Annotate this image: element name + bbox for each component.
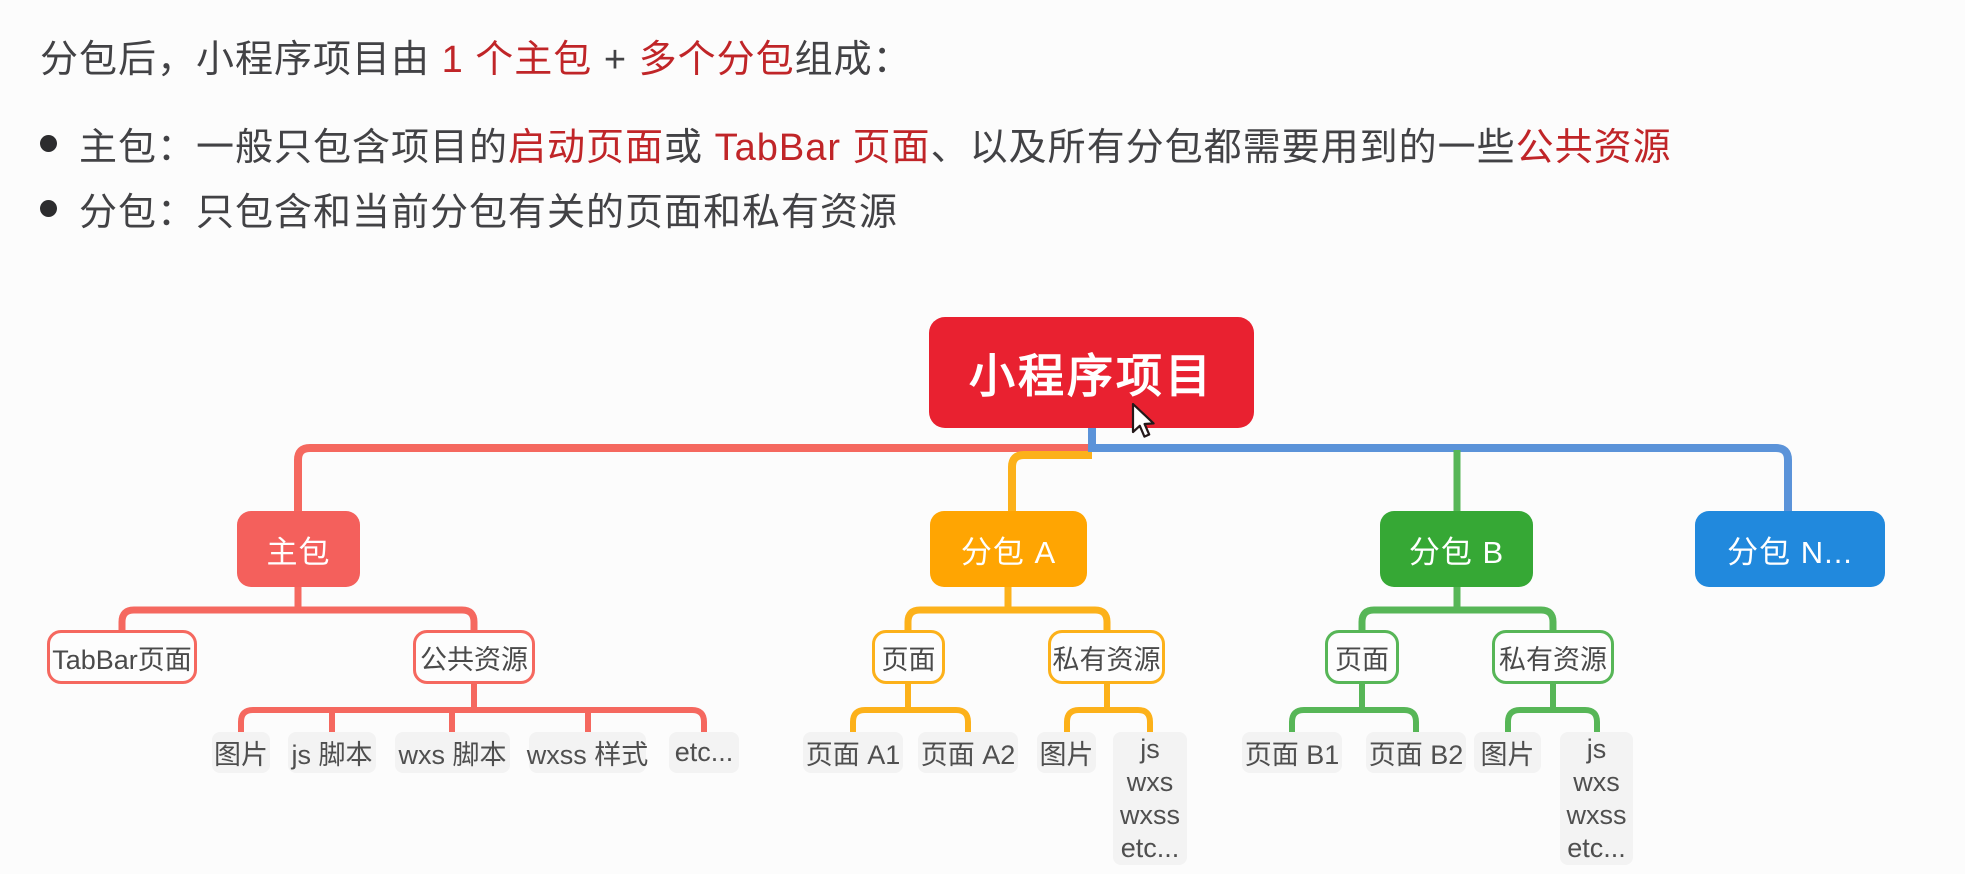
node-public-resources: 公共资源 xyxy=(413,630,535,684)
leaf-etc-main: etc... xyxy=(669,732,739,773)
node-subpackage-n: 分包 N... xyxy=(1695,511,1885,587)
leaf-page-b2: 页面 B2 xyxy=(1366,732,1466,773)
leaf-images-b: 图片 xyxy=(1474,732,1541,773)
leaf-line: wxss xyxy=(1566,800,1627,830)
bullet-dot xyxy=(40,200,57,217)
leaf-wxs-scripts: wxs 脚本 xyxy=(395,732,510,773)
leaf-js-scripts: js 脚本 xyxy=(288,732,376,773)
text-segment: 组成： xyxy=(794,39,912,81)
leaf-code-files-b: js wxs wxss etc... xyxy=(1560,732,1633,865)
leaf-page-a2: 页面 A2 xyxy=(918,732,1018,773)
text-segment: 或 xyxy=(664,127,715,169)
leaf-code-files-a: js wxs wxss etc... xyxy=(1113,732,1187,865)
node-main-package: 主包 xyxy=(237,511,360,587)
bullet-dot xyxy=(40,135,57,152)
text-segment: 主包：一般只包含项目的 xyxy=(79,127,509,169)
leaf-line: etc... xyxy=(1120,833,1180,863)
leaf-line: wxss xyxy=(1120,800,1180,830)
node-subpackage-b: 分包 B xyxy=(1380,511,1533,587)
node-subpackage-a: 分包 A xyxy=(930,511,1087,587)
bullet-text: 分包：只包含和当前分包有关的页面和私有资源 xyxy=(79,181,898,236)
bullet-item-main-package: 主包：一般只包含项目的启动页面或 TabBar 页面、以及所有分包都需要用到的一… xyxy=(40,116,1672,171)
node-private-resources-b: 私有资源 xyxy=(1492,630,1614,684)
leaf-images-a: 图片 xyxy=(1037,732,1096,773)
node-private-resources-a: 私有资源 xyxy=(1048,630,1165,684)
text-segment: + xyxy=(592,39,639,81)
leaf-page-a1: 页面 A1 xyxy=(803,732,903,773)
leaf-line: wxs xyxy=(1573,767,1620,797)
leaf-images-main: 图片 xyxy=(212,732,270,773)
text-segment-highlight: 启动页面 xyxy=(508,127,665,169)
text-segment: 、以及所有分包都需要用到的一些 xyxy=(930,127,1516,169)
text-segment: 分包：只包含和当前分包有关的页面和私有资源 xyxy=(79,192,899,234)
leaf-wxss-styles: wxss 样式 xyxy=(527,732,648,773)
text-segment-highlight: 公共资源 xyxy=(1515,127,1672,169)
text-segment: 分包后，小程序项目由 xyxy=(40,39,442,81)
leaf-page-b1: 页面 B1 xyxy=(1242,732,1342,773)
intro-line: 分包后，小程序项目由 1 个主包 + 多个分包组成： xyxy=(40,28,912,83)
leaf-line: js xyxy=(1586,734,1607,764)
bullet-text: 主包：一般只包含项目的启动页面或 TabBar 页面、以及所有分包都需要用到的一… xyxy=(79,116,1672,171)
leaf-line: wxs xyxy=(1126,767,1174,797)
mouse-cursor-icon xyxy=(1131,403,1155,438)
node-tabbar-pages: TabBar页面 xyxy=(47,630,197,684)
leaf-line: js xyxy=(1140,734,1160,764)
node-pages-a: 页面 xyxy=(872,630,945,684)
bullet-item-subpackage: 分包：只包含和当前分包有关的页面和私有资源 xyxy=(40,181,898,236)
leaf-line: etc... xyxy=(1567,833,1626,863)
node-root-miniprogram-project: 小程序项目 xyxy=(929,317,1254,428)
text-segment-highlight: TabBar 页面 xyxy=(714,127,931,169)
text-segment-highlight: 1 个主包 xyxy=(441,39,593,81)
text-segment-highlight: 多个分包 xyxy=(638,39,795,81)
node-pages-b: 页面 xyxy=(1325,630,1399,684)
